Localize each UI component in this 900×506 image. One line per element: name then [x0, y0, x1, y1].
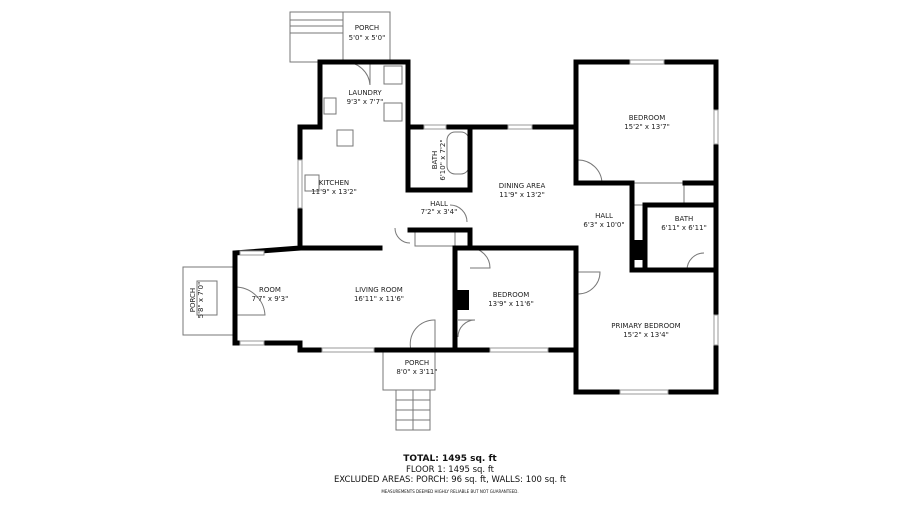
room-name: HALL	[430, 200, 448, 208]
room-size: 8'0" x 3'11"	[396, 368, 437, 376]
room-name: LAUNDRY	[348, 89, 382, 97]
room-name: HALL	[595, 212, 613, 220]
windows	[239, 59, 719, 395]
room-size: 11'9" x 13'2"	[499, 191, 545, 199]
room-name: BATH	[675, 215, 694, 223]
room-name: PORCH	[355, 24, 379, 32]
room-name: BEDROOM	[493, 291, 530, 299]
room-size: 7'2" x 3'4"	[421, 208, 458, 216]
room-labels: PORCH 5'0" x 5'0" LAUNDRY 9'3" x 7'7" KI…	[189, 24, 707, 376]
floor-area: FLOOR 1: 1495 sq. ft	[405, 465, 495, 475]
room-name: PORCH	[189, 288, 197, 312]
room-name: BATH	[431, 151, 439, 170]
room-size: 6'3" x 10'0"	[583, 221, 624, 229]
total-area: TOTAL: 1495 sq. ft	[403, 454, 497, 464]
disclaimer: MEASUREMENTS DEEMED HIGHLY RELIABLE BUT …	[381, 489, 519, 494]
room-name: BEDROOM	[629, 114, 666, 122]
room-name: DINING AREA	[499, 182, 546, 190]
room-size: 6'11" x 6'11"	[661, 224, 707, 232]
room-size: 7'7" x 9'3"	[252, 295, 289, 303]
room-name: PRIMARY BEDROOM	[611, 322, 680, 330]
room-size: 9'3" x 7'7"	[347, 98, 384, 106]
room-name: ROOM	[259, 286, 281, 294]
room-size: 15'2" x 13'7"	[624, 123, 670, 131]
room-size: 16'11" x 11'6"	[354, 295, 404, 303]
room-name: LIVING ROOM	[355, 286, 403, 294]
room-size: 5'0" x 5'0"	[349, 34, 386, 42]
porch-outlines	[182, 11, 705, 431]
room-name: PORCH	[405, 359, 429, 367]
excluded-areas: EXCLUDED AREAS: PORCH: 96 sq. ft, WALLS:…	[333, 475, 567, 485]
room-size: 6'10" x 7'2"	[439, 139, 447, 180]
room-size: 11'9" x 13'2"	[311, 188, 357, 196]
room-size: 5'8" x 7'0"	[197, 282, 205, 319]
room-name: KITCHEN	[319, 179, 349, 187]
walls	[232, 59, 719, 395]
room-size: 13'9" x 11'6"	[488, 300, 534, 308]
room-size: 15'2" x 13'4"	[623, 331, 669, 339]
